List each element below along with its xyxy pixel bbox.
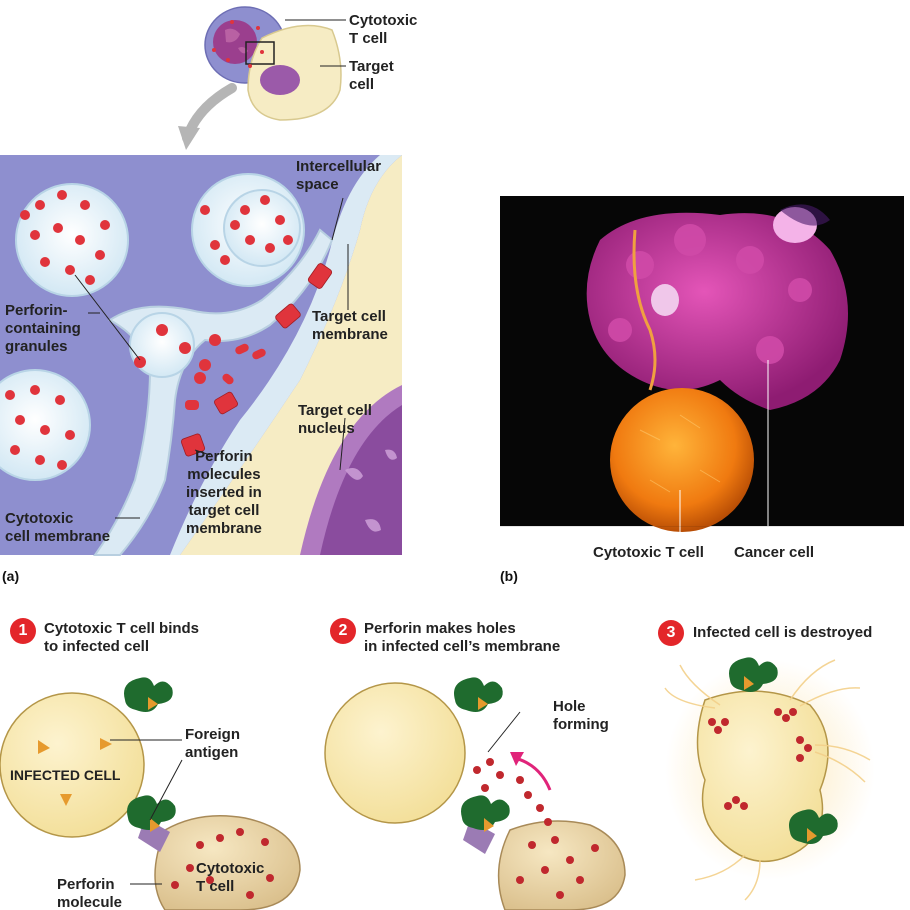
label-cancer-cell: Cancer cell xyxy=(734,544,815,561)
panel-b-tag: (b) xyxy=(500,568,518,584)
overview-cells xyxy=(178,6,346,150)
panel-a-tag: (a) xyxy=(2,568,20,584)
step3-graphic xyxy=(664,657,875,901)
label-target-cell-nucleus: Target cell nucleus xyxy=(298,402,372,437)
step-2-title: Perforin makes holes in infected cell’s … xyxy=(364,620,561,655)
label-hole-forming: Hole forming xyxy=(553,698,609,733)
label-cytotoxic-t-cell-overview: Cytotoxic T cell xyxy=(349,12,418,47)
label-cytotoxic-t-cell-micrograph: Cytotoxic T cell xyxy=(593,544,704,561)
step-3-title: Infected cell is destroyed xyxy=(693,624,873,641)
step-3-badge: 3 xyxy=(658,620,684,646)
label-perforin-granules: Perforin- containing granules xyxy=(5,302,81,355)
step1-graphic xyxy=(0,677,301,910)
label-target-cell-overview: Target cell xyxy=(349,58,394,93)
step-2-badge: 2 xyxy=(330,618,356,644)
label-intercellular-space: Intercellular space xyxy=(296,158,382,193)
step2-graphic xyxy=(324,677,626,910)
label-cytotoxic-t-cell-step1: Cytotoxic T cell xyxy=(196,860,265,895)
label-target-cell-membrane: Target cell membrane xyxy=(312,308,388,343)
label-perforin-molecule: Perforin molecule xyxy=(57,876,123,910)
label-cytotoxic-cell-membrane: Cytotoxic cell membrane xyxy=(5,510,111,545)
label-infected-cell: INFECTED CELL xyxy=(10,767,121,783)
step-1-badge: 1 xyxy=(10,618,36,644)
label-foreign-antigen: Foreign antigen xyxy=(185,726,240,761)
magnified-view xyxy=(0,155,402,556)
step-1-title: Cytotoxic T cell binds to infected cell xyxy=(44,620,200,655)
label-perforin-inserted: Perforin molecules inserted in target ce… xyxy=(186,448,262,537)
micrograph xyxy=(500,196,904,545)
